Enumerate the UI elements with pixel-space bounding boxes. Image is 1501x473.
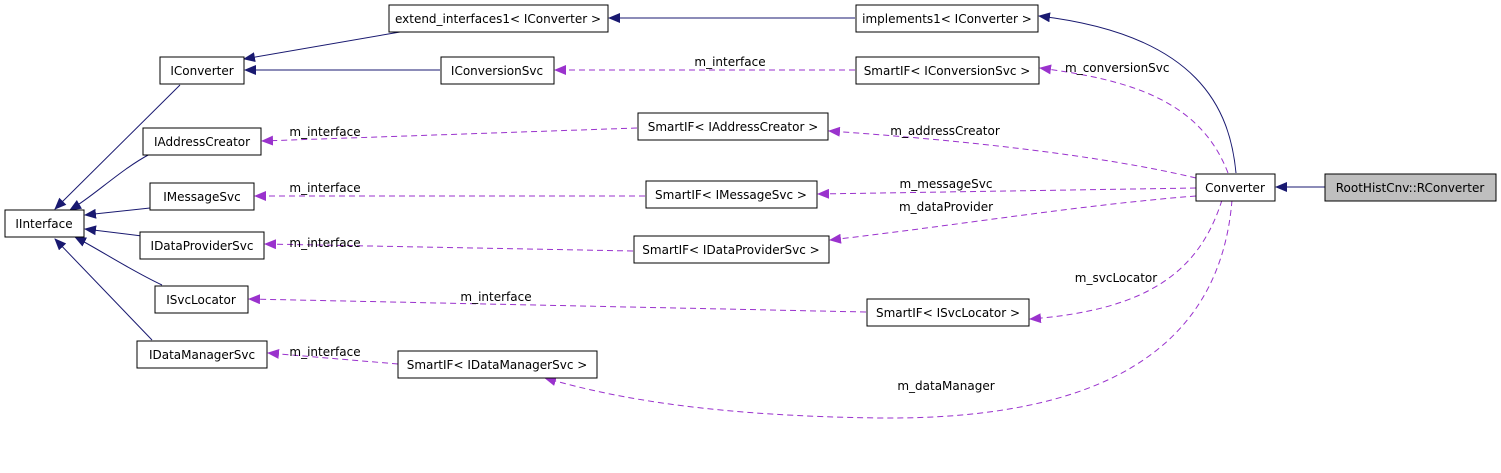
edge-label-m-conversionSvc: m_conversionSvc	[1065, 61, 1170, 75]
node-label-smartif-idataprovidersvc: SmartIF< IDataProviderSvc >	[642, 243, 819, 257]
edge-converter-implements	[1038, 12, 1237, 174]
edge-iaddresscreator-iinterface	[69, 153, 151, 211]
node-label-extend-interfaces: extend_interfaces1< IConverter >	[395, 12, 601, 26]
edge-label-svc-interface: m_interface	[460, 290, 531, 304]
edge-label-m-dataManager: m_dataManager	[897, 379, 994, 393]
node-iinterface[interactable]: IInterface	[4, 209, 85, 238]
edge-smartif-iaddresscreator-interface	[261, 127, 638, 146]
inheritance-edges	[54, 12, 1325, 341]
node-label-rconverter: RootHistCnv::RConverter	[1336, 181, 1485, 195]
node-label-iconverter: IConverter	[170, 64, 233, 78]
node-label-smartif-iaddresscreator: SmartIF< IAddressCreator >	[648, 120, 819, 134]
edge-smartif-isvclocator-interface	[248, 294, 867, 313]
node-rconverter[interactable]: RootHistCnv::RConverter	[1324, 173, 1497, 202]
edge-label-m-addressCreator: m_addressCreator	[890, 124, 1000, 138]
edge-smartif-idatamanagersvc-interface	[267, 348, 399, 365]
node-label-implements: implements1< IConverter >	[862, 12, 1032, 26]
node-converter[interactable]: Converter	[1195, 173, 1276, 202]
edge-label-m-dataProvider: m_dataProvider	[899, 200, 993, 214]
edge-labels: m_interface m_conversionSvc m_interface …	[289, 55, 1169, 393]
node-iconverter[interactable]: IConverter	[159, 56, 245, 85]
node-label-converter: Converter	[1205, 181, 1265, 195]
edge-label-conv-interface: m_interface	[694, 55, 765, 69]
edge-label-dp-interface: m_interface	[289, 236, 360, 250]
edge-smartif-idataprovidersvc-interface	[264, 239, 634, 252]
node-smartif-isvclocator[interactable]: SmartIF< ISvcLocator >	[866, 298, 1030, 327]
node-extend-interfaces[interactable]: extend_interfaces1< IConverter >	[388, 4, 609, 33]
node-label-smartif-isvclocator: SmartIF< ISvcLocator >	[876, 306, 1020, 320]
edge-converter-smartif-idatamanagersvc	[544, 199, 1233, 419]
edge-converter-smartif-imessagesvc	[817, 187, 1197, 199]
node-smartif-iaddresscreator[interactable]: SmartIF< IAddressCreator >	[637, 112, 829, 141]
node-label-idatamanagersvc: IDataManagerSvc	[149, 348, 255, 362]
node-label-imessagesvc: IMessageSvc	[163, 190, 240, 204]
node-label-smartif-imessagesvc: SmartIF< IMessageSvc >	[655, 188, 807, 202]
usage-edges	[248, 64, 1233, 419]
node-smartif-imessagesvc[interactable]: SmartIF< IMessageSvc >	[645, 180, 818, 209]
edge-converter-smartif-iconversionsvc	[1039, 64, 1229, 174]
edge-converter-smartif-idataprovidersvc	[829, 195, 1197, 244]
node-iconversionsvc[interactable]: IConversionSvc	[440, 56, 555, 85]
edge-idatamanagersvc-iinterface	[54, 238, 153, 341]
node-label-idataprovidersvc: IDataProviderSvc	[151, 239, 254, 253]
node-label-iaddresscreator: IAddressCreator	[154, 135, 250, 149]
node-label-isvclocator: ISvcLocator	[166, 293, 236, 307]
node-smartif-idatamanagersvc[interactable]: SmartIF< IDataManagerSvc >	[397, 350, 598, 379]
node-label-iinterface: IInterface	[15, 217, 72, 231]
node-label-smartif-idatamanagersvc: SmartIF< IDataManagerSvc >	[407, 358, 588, 372]
edge-imessagesvc-iinterface	[84, 207, 151, 219]
node-imessagesvc[interactable]: IMessageSvc	[149, 182, 255, 211]
node-label-iconversionsvc: IConversionSvc	[451, 64, 543, 78]
edge-idataprovidersvc-iinterface	[84, 225, 151, 238]
edge-label-m-messageSvc: m_messageSvc	[900, 177, 993, 191]
edge-iconverter-iinterface	[54, 84, 181, 210]
edge-label-addr-interface: m_interface	[289, 125, 360, 139]
edge-label-m-svcLocator: m_svcLocator	[1075, 271, 1157, 285]
edge-converter-smartif-isvclocator	[1029, 199, 1223, 324]
edge-label-dm-interface: m_interface	[289, 345, 360, 359]
nodes: RootHistCnv::RConverter Converter extend…	[4, 4, 1497, 379]
node-implements[interactable]: implements1< IConverter >	[855, 4, 1039, 33]
node-smartif-iconversionsvc[interactable]: SmartIF< IConversionSvc >	[855, 56, 1040, 85]
edge-label-msg-interface: m_interface	[289, 181, 360, 195]
node-idataprovidersvc[interactable]: IDataProviderSvc	[139, 231, 265, 260]
node-idatamanagersvc[interactable]: IDataManagerSvc	[136, 340, 268, 369]
edge-converter-smartif-iaddresscreator	[828, 126, 1197, 179]
edge-isvclocator-iinterface	[74, 236, 163, 286]
node-iaddresscreator[interactable]: IAddressCreator	[142, 127, 262, 156]
node-label-smartif-iconversionsvc: SmartIF< IConversionSvc >	[864, 64, 1031, 78]
node-isvclocator[interactable]: ISvcLocator	[154, 285, 249, 314]
node-smartif-idataprovidersvc[interactable]: SmartIF< IDataProviderSvc >	[633, 235, 830, 264]
edge-extend-interfaces-iconverter	[243, 31, 401, 63]
